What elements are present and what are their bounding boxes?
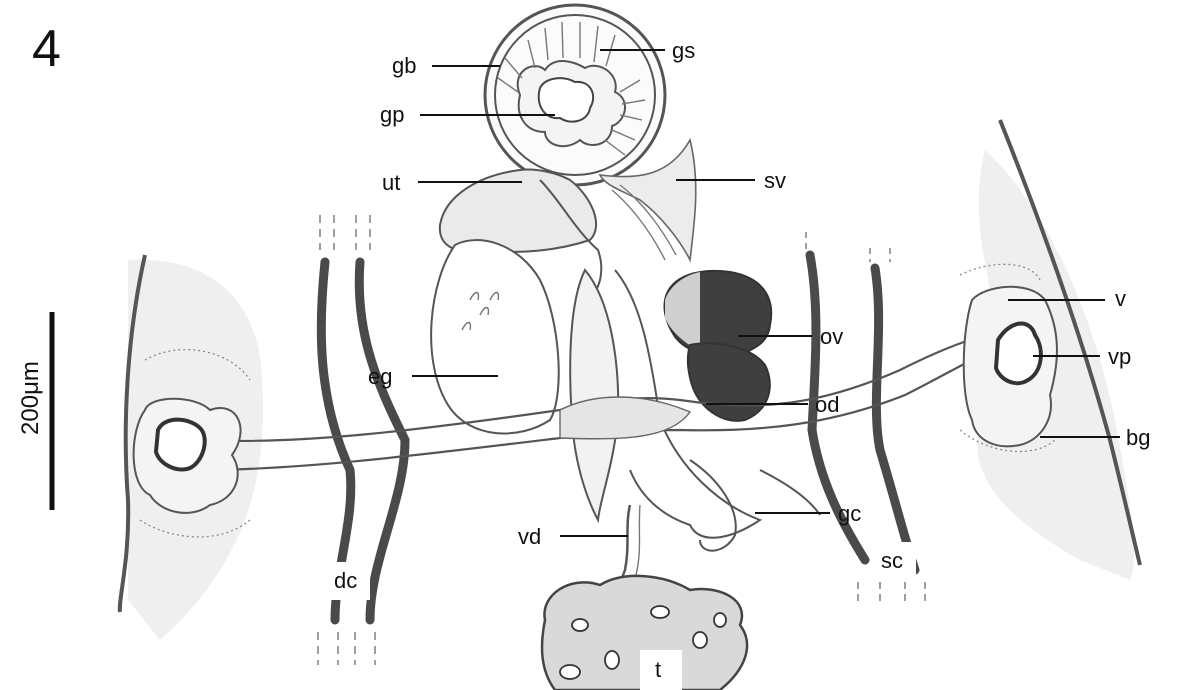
label-vp: vp bbox=[1108, 344, 1131, 369]
label-bg: bg bbox=[1126, 425, 1150, 450]
label-gb: gb bbox=[392, 53, 416, 78]
label-od: od bbox=[815, 392, 839, 417]
egg bbox=[431, 240, 559, 433]
label-eg: eg bbox=[368, 364, 392, 389]
genital-bulb bbox=[485, 5, 665, 185]
label-sv: sv bbox=[764, 168, 786, 193]
label-gs: gs bbox=[672, 38, 695, 63]
scale-bar: 200μm bbox=[17, 312, 52, 510]
label-gp: gp bbox=[380, 102, 404, 127]
label-ov: ov bbox=[820, 324, 843, 349]
label-t: t bbox=[655, 657, 661, 682]
label-dc: dc bbox=[334, 568, 357, 593]
label-vd: vd bbox=[518, 524, 541, 549]
label-v: v bbox=[1115, 286, 1126, 311]
label-sc: sc bbox=[881, 548, 903, 573]
scale-bar-label: 200μm bbox=[17, 361, 44, 435]
figure-number: 4 bbox=[32, 20, 61, 78]
label-ut: ut bbox=[382, 170, 400, 195]
oviduct bbox=[688, 343, 770, 421]
label-gc: gc bbox=[838, 501, 861, 526]
